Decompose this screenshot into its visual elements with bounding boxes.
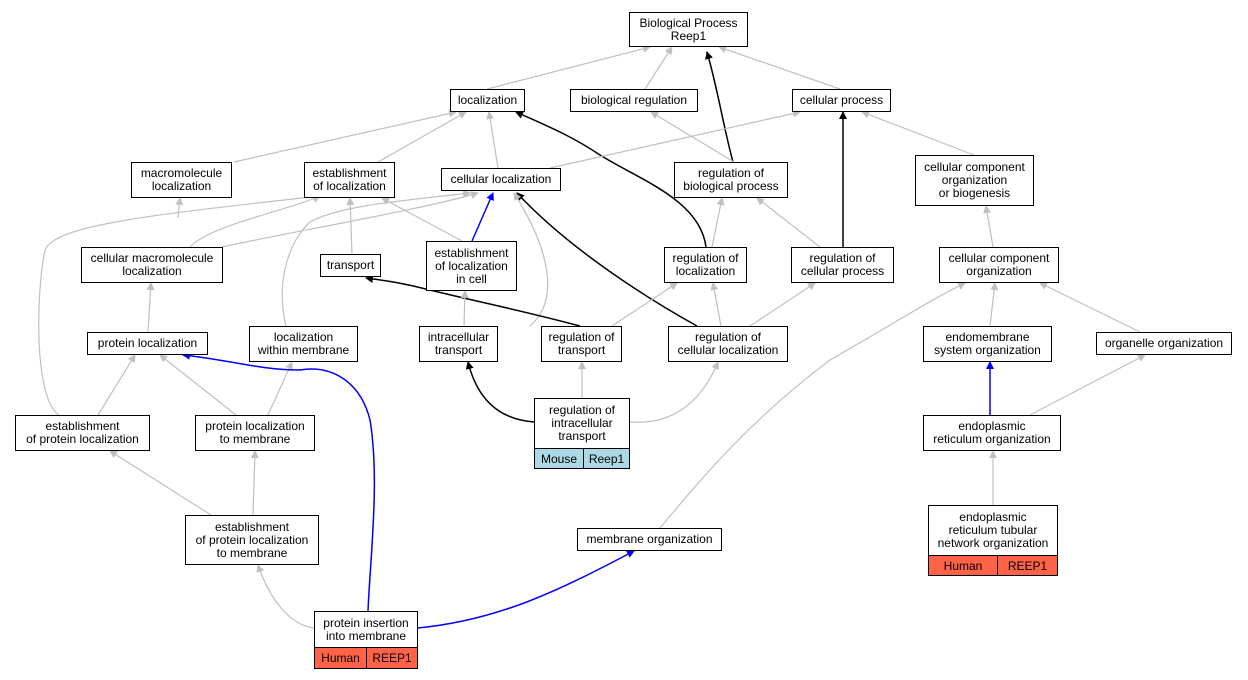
node-endomembrane-system-organization[interactable]: endomembrane system organization bbox=[923, 326, 1052, 362]
edge-gray bbox=[256, 564, 315, 629]
gene-tag-reep1: Reep1 bbox=[583, 448, 630, 469]
node-localization[interactable]: localization bbox=[450, 89, 525, 112]
edge-gray bbox=[109, 450, 212, 516]
node-regulation-of-transport[interactable]: regulation of transport bbox=[541, 326, 622, 362]
node-biological-regulation[interactable]: biological regulation bbox=[570, 89, 698, 112]
edge-gray bbox=[1029, 354, 1146, 416]
node-biological-process[interactable]: Biological Process Reep1 bbox=[629, 12, 748, 47]
node-cellular-process[interactable]: cellular process bbox=[792, 89, 891, 112]
edge-gray bbox=[233, 109, 457, 163]
edge-gray bbox=[346, 197, 355, 255]
edge-gray bbox=[175, 197, 184, 219]
edge-gray bbox=[711, 197, 725, 248]
edge-black bbox=[705, 51, 734, 163]
edge-blue bbox=[417, 550, 635, 629]
node-regulation-of-localization[interactable]: regulation of localization bbox=[664, 247, 747, 283]
edge-gray bbox=[1039, 282, 1141, 333]
edge-gray bbox=[644, 46, 673, 90]
edge-gray bbox=[513, 192, 549, 327]
node-establishment-of-localization-in-cell[interactable]: establishment of localization in cell bbox=[426, 241, 517, 291]
edge-blue bbox=[471, 192, 494, 242]
species-tag-mouse: Mouse bbox=[534, 448, 584, 469]
node-protein-localization[interactable]: protein localization bbox=[87, 332, 208, 355]
gene-tag-reep1: REEP1 bbox=[366, 647, 418, 669]
node-intracellular-transport[interactable]: intracellular transport bbox=[419, 326, 498, 362]
edge-gray bbox=[486, 44, 651, 90]
edge-gray bbox=[861, 110, 975, 156]
edge-gray bbox=[718, 45, 841, 90]
edge-gray bbox=[250, 450, 259, 516]
species-tag-human: Human bbox=[928, 555, 998, 576]
edge-gray bbox=[749, 282, 816, 327]
edge-gray bbox=[159, 354, 237, 416]
edge-black bbox=[465, 361, 535, 423]
node-cellular-component-organization[interactable]: cellular component organization bbox=[939, 247, 1059, 283]
edge-gray bbox=[38, 192, 321, 416]
edge-gray bbox=[549, 109, 801, 169]
edge-gray bbox=[983, 205, 994, 248]
edge-gray bbox=[146, 282, 155, 333]
edge-gray bbox=[267, 361, 293, 416]
edge-gray bbox=[710, 282, 722, 327]
node-establishment-of-protein-localization[interactable]: establishment of protein localization bbox=[15, 415, 150, 451]
edge-gray bbox=[989, 282, 999, 327]
edge-gray bbox=[377, 111, 467, 163]
edge-gray bbox=[629, 361, 719, 423]
node-macromolecule-localization[interactable]: macromolecule localization bbox=[131, 162, 232, 198]
edge-gray bbox=[189, 195, 321, 248]
node-protein-localization-to-membrane[interactable]: protein localization to membrane bbox=[195, 415, 315, 451]
node-establishment-of-localization[interactable]: establishment of localization bbox=[304, 162, 395, 198]
edge-gray bbox=[650, 111, 735, 163]
node-regulation-of-cellular-localization[interactable]: regulation of cellular localization bbox=[668, 326, 788, 362]
edge-blue bbox=[182, 351, 376, 612]
node-cellular-macromolecule-localization[interactable]: cellular macromolecule localization bbox=[81, 247, 223, 283]
node-transport[interactable]: transport bbox=[320, 254, 381, 277]
node-membrane-organization[interactable]: membrane organization bbox=[577, 528, 722, 551]
node-protein-insertion-into-membrane[interactable]: protein insertion into membrane bbox=[314, 611, 418, 648]
edge-gray bbox=[381, 197, 463, 242]
node-endoplasmic-reticulum-organization[interactable]: endoplasmic reticulum organization bbox=[923, 415, 1061, 451]
edge-gray bbox=[221, 191, 479, 248]
edge-gray bbox=[486, 111, 499, 169]
edge-black bbox=[365, 275, 581, 327]
node-localization-within-membrane[interactable]: localization within membrane bbox=[249, 326, 358, 362]
node-endoplasmic-reticulum-tubular-network-organization[interactable]: endoplasmic reticulum tubular network or… bbox=[928, 505, 1058, 556]
node-cellular-component-organization-or-biogenesis[interactable]: cellular component organization or bioge… bbox=[915, 155, 1034, 206]
node-establishment-of-protein-localization-to-membrane[interactable]: establishment of protein localization to… bbox=[185, 515, 319, 565]
node-regulation-of-cellular-process[interactable]: regulation of cellular process bbox=[791, 247, 894, 283]
gene-tag-reep1: REEP1 bbox=[997, 555, 1058, 576]
node-regulation-of-biological-process[interactable]: regulation of biological process bbox=[674, 162, 788, 198]
edge-gray bbox=[756, 197, 821, 248]
node-cellular-localization[interactable]: cellular localization bbox=[441, 168, 561, 191]
edge-black bbox=[516, 192, 698, 327]
node-regulation-of-intracellular-transport[interactable]: regulation of intracellular transport bbox=[534, 398, 630, 449]
edge-gray bbox=[97, 354, 136, 416]
edge-gray bbox=[460, 290, 469, 327]
edge-gray bbox=[611, 282, 678, 327]
edge-black bbox=[515, 111, 707, 248]
node-organelle-organization[interactable]: organelle organization bbox=[1096, 332, 1232, 355]
edge-gray bbox=[281, 189, 471, 327]
species-tag-human: Human bbox=[314, 647, 367, 669]
edge-gray bbox=[659, 282, 966, 529]
